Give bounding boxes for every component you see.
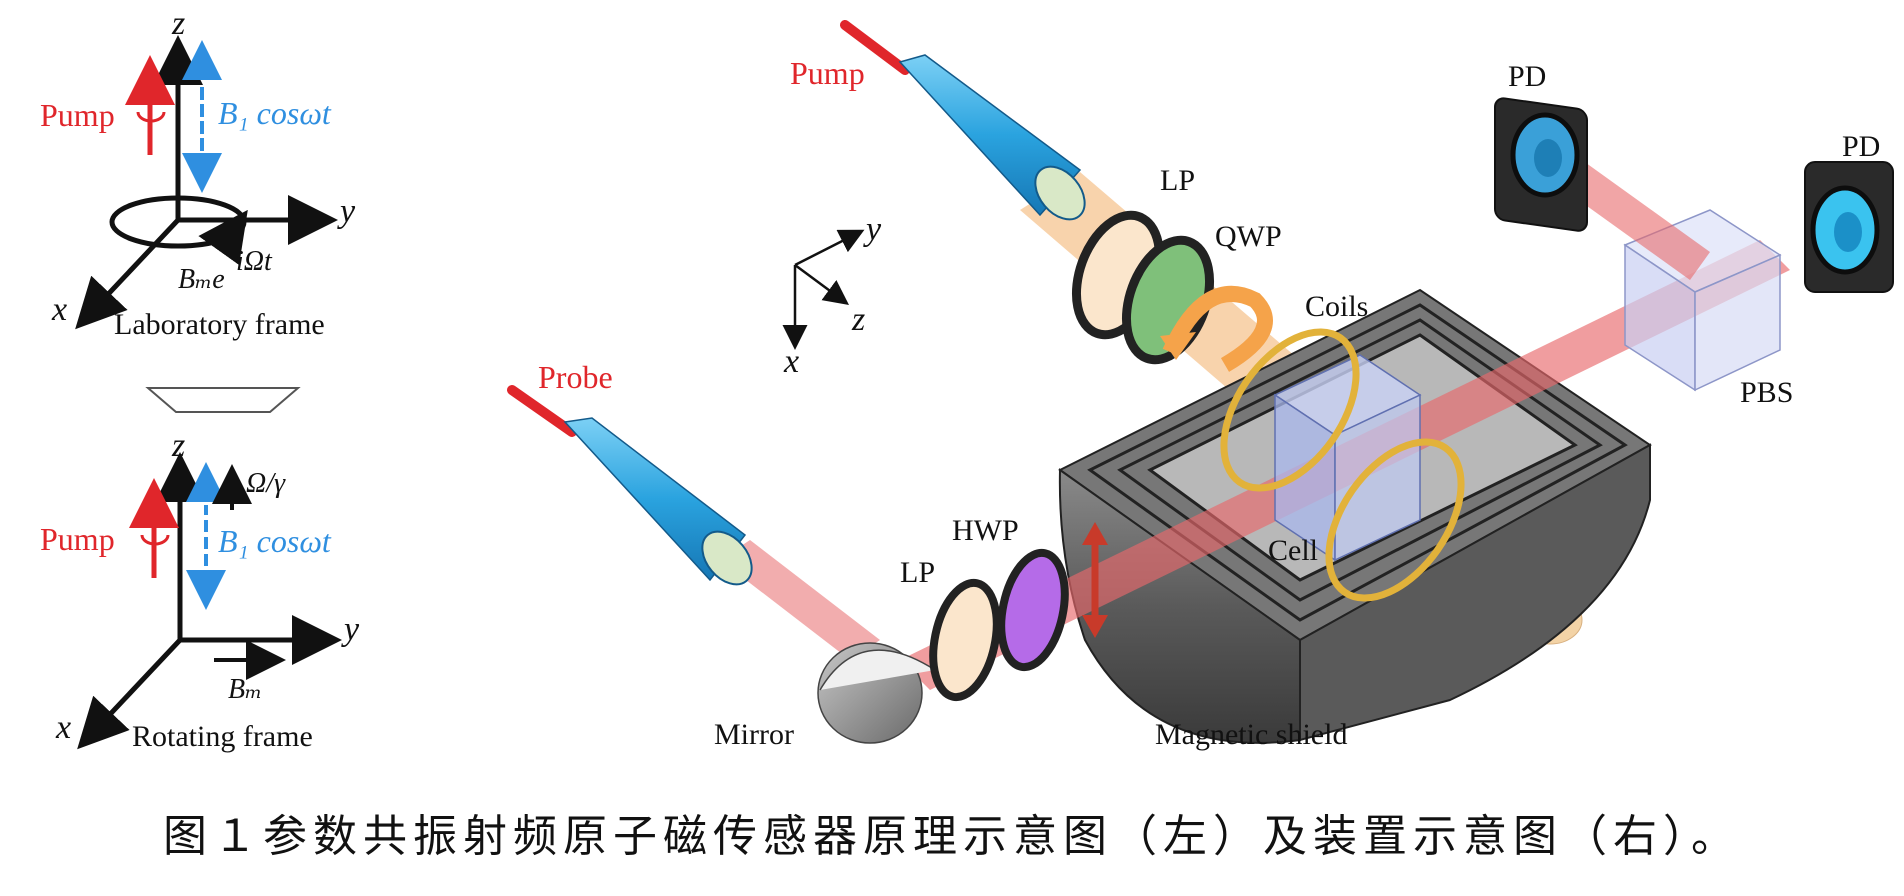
rotating-frame-label: Rotating frame [132,720,313,753]
b1-label: B₁ cosωt [218,523,332,559]
rotating-frame-diagram: z y x Pump B₁ cosωt Ω/γ Bₘ Rotating fram… [40,427,360,753]
photodetector-right [1804,161,1894,293]
magnetic-shield-label: Magnetic shield [1155,718,1347,751]
x-axis-label: x [51,291,67,328]
mirror [817,642,936,744]
apparatus-diagram: y z x [507,20,1894,751]
lp-probe-label: LP [900,556,935,589]
hwp-label: HWP [952,514,1019,547]
pump-rotation-icon [136,111,166,123]
transform-arrow-icon [145,387,301,413]
photodetector-top [1494,97,1588,232]
circular-polarization-arrowhead-icon [1160,332,1196,360]
y-axis-label: y [337,193,356,230]
pump-label: Pump [40,521,115,557]
y-axis-label: y [341,611,360,648]
coil-lower [1325,438,1465,602]
pump-fiber-label: Pump [790,55,865,91]
omega-gamma-label: Ω/γ [246,468,286,499]
qwp-label: QWP [1215,220,1282,253]
pd-right-label: PD [1842,130,1880,163]
bm-label: Bₘe [178,264,225,295]
coil-upper [1220,328,1360,492]
pump-fiber [840,20,1086,221]
x-axis-arrow [77,638,182,750]
bm-label: Bₘ [228,674,262,705]
triad-z-label: z [851,301,865,338]
ellipse-arrow [198,209,248,266]
bm-exponent: iΩt [236,246,273,277]
pump-rotation-icon [140,534,170,546]
cell-label: Cell [1268,534,1318,567]
pd-top-label: PD [1508,60,1546,93]
coordinate-triad: y z x [782,211,882,380]
pbs-label: PBS [1740,376,1793,409]
half-wave-plate [997,548,1069,672]
circular-polarization-icon [1162,285,1273,372]
figure-canvas: z y x Pump B₁ cosωt Bₘe iΩt Laboratory f… [40,5,1894,753]
linear-polarization-arrow-icon [1082,522,1108,638]
linear-polarizer-probe [929,578,1001,702]
figure-caption: 图１参数共振射频原子磁传感器原理示意图（左）及装置示意图（右）。 [163,811,1741,862]
probe-beam-incoming [720,540,880,660]
mirror-label: Mirror [714,718,794,751]
pump-label: Pump [40,97,115,133]
x-axis-arrow [75,218,180,330]
z-axis-label: z [171,5,185,42]
probe-fiber-label: Probe [538,359,613,395]
coils-label: Coils [1305,290,1368,323]
z-axis-label: z [171,427,185,464]
laboratory-frame-diagram: z y x Pump B₁ cosωt Bₘe iΩt Laboratory f… [40,5,356,341]
lp-pump-label: LP [1160,164,1195,197]
beam-to-top-pd [1548,150,1710,280]
laboratory-frame-label: Laboratory frame [114,308,325,341]
triad-x-label: x [783,343,799,380]
b1-label: B₁ cosωt [218,95,332,131]
x-axis-label: x [55,709,71,746]
triad-y-label: y [863,211,882,248]
vapor-cell [1273,354,1422,562]
probe-fiber [507,385,753,586]
